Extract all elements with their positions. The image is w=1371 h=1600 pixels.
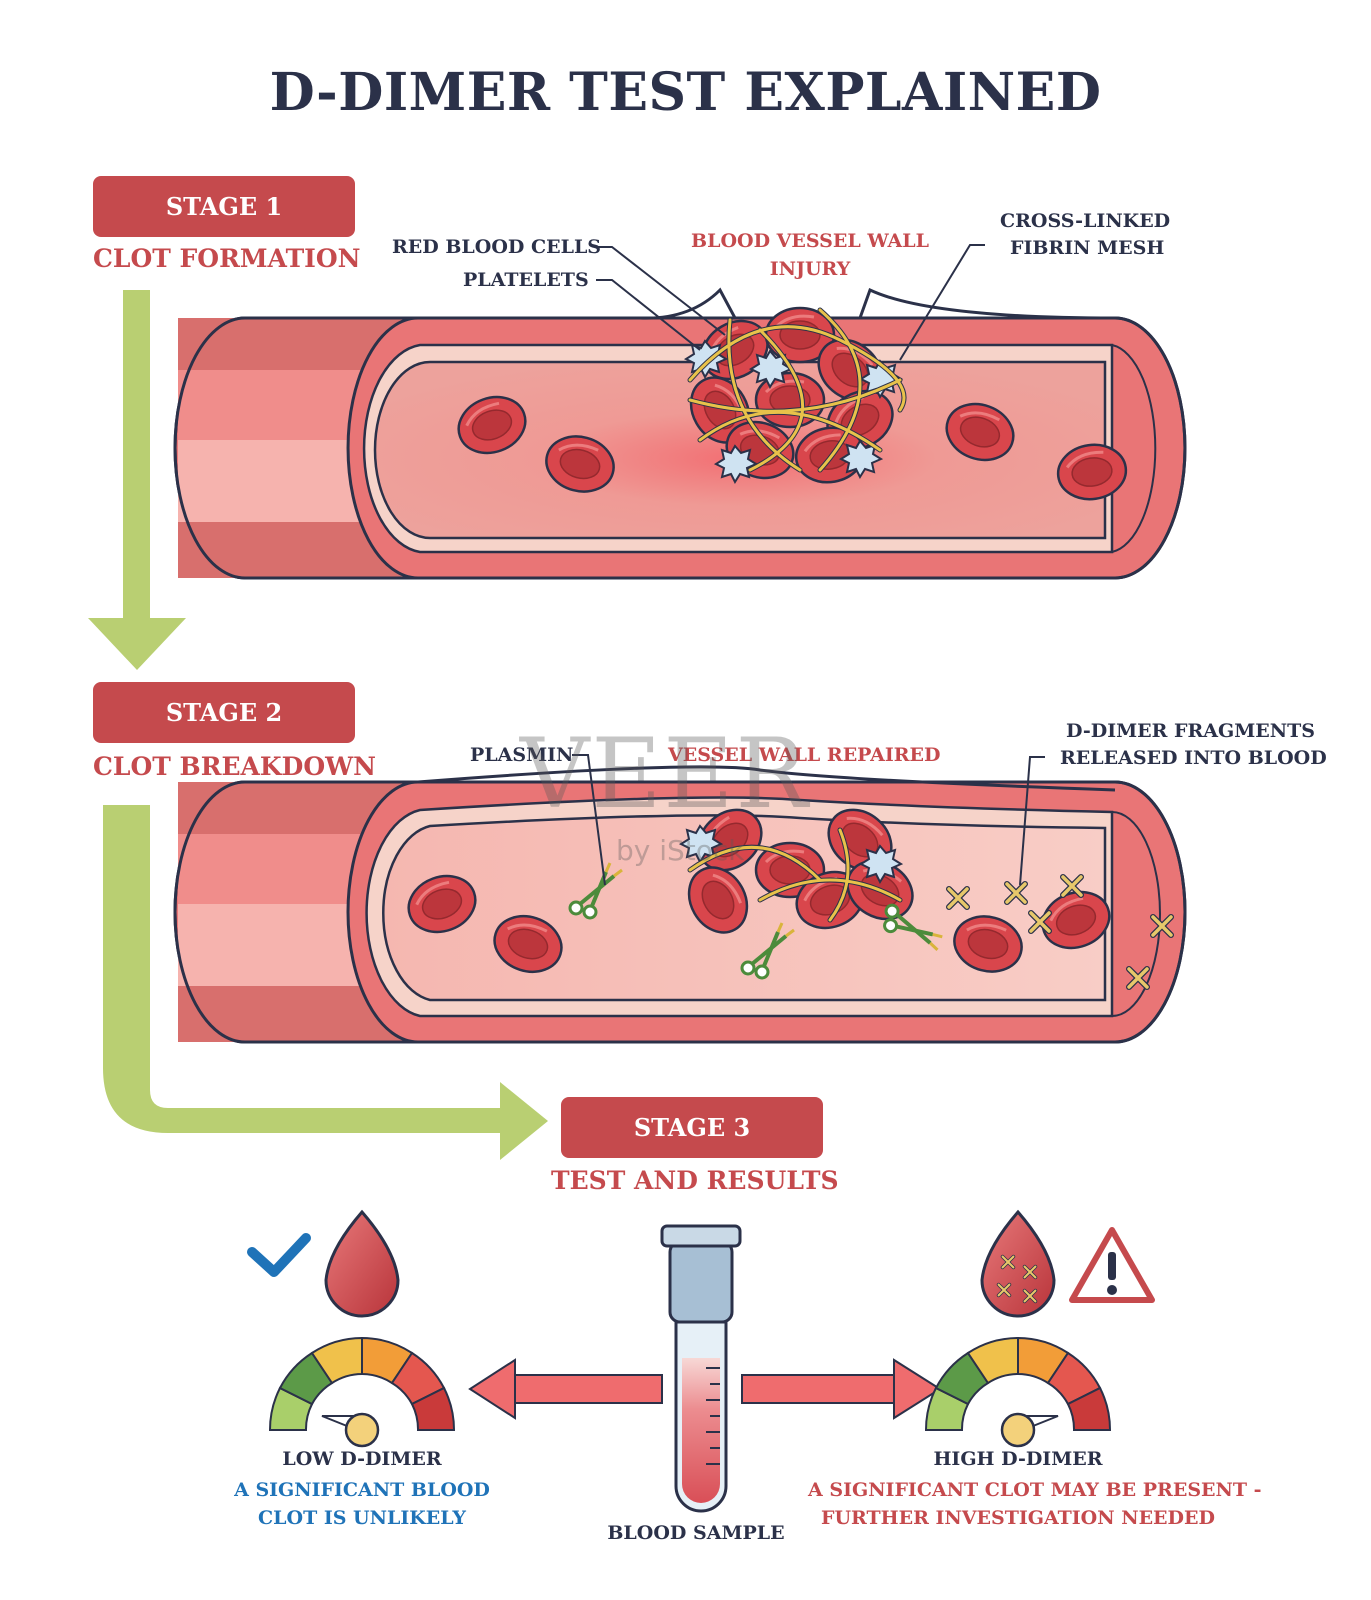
low-d-dimer-line2: CLOT IS UNLIKELY — [258, 1507, 466, 1529]
blood-sample-tube — [660, 1224, 742, 1513]
high-blood-drop — [980, 1209, 1056, 1318]
stage-1-subtitle: CLOT FORMATION — [93, 244, 361, 273]
label-fragments-line2: RELEASED INTO BLOOD — [1060, 747, 1327, 769]
low-d-dimer-title: LOW D-DIMER — [282, 1448, 442, 1470]
flow-arrow-2 — [103, 805, 548, 1160]
high-d-dimer-line2: FURTHER INVESTIGATION NEEDED — [821, 1507, 1215, 1529]
arrow-to-high — [741, 1358, 942, 1420]
label-injury-line2: INJURY — [769, 258, 851, 280]
label-fibrin-line1: CROSS-LINKED — [1000, 210, 1171, 232]
page-title: D-DIMER TEST EXPLAINED — [269, 62, 1102, 123]
check-icon — [247, 1233, 311, 1277]
watermark-sub: by iStock — [616, 834, 745, 867]
low-blood-drop — [324, 1209, 400, 1318]
low-gauge — [268, 1336, 456, 1448]
label-platelets: PLATELETS — [463, 269, 589, 291]
stage2-vessel — [173, 754, 1187, 1044]
label-injury-line1: BLOOD VESSEL WALL — [691, 230, 929, 252]
stage-3-badge: STAGE 3 — [561, 1097, 823, 1158]
warning-icon — [1069, 1227, 1155, 1303]
stage1-vessel — [173, 244, 1187, 580]
watermark-brand: VEER — [520, 718, 810, 830]
stage-2-badge: STAGE 2 — [93, 682, 355, 743]
high-d-dimer-title: HIGH D-DIMER — [933, 1448, 1103, 1470]
blood-sample-label: BLOOD SAMPLE — [607, 1522, 785, 1544]
high-gauge — [924, 1336, 1112, 1448]
label-fragments-line1: D-DIMER FRAGMENTS — [1066, 720, 1315, 742]
label-plasmin: PLASMIN — [470, 744, 574, 766]
stage-3-subtitle: TEST AND RESULTS — [551, 1166, 839, 1195]
flow-arrow-1 — [88, 290, 186, 670]
stage-1-badge: STAGE 1 — [93, 176, 355, 237]
low-d-dimer-line1: A SIGNIFICANT BLOOD — [234, 1479, 490, 1501]
clot-stage2 — [568, 795, 947, 980]
label-red-blood-cells: RED BLOOD CELLS — [392, 236, 602, 258]
stage-2-subtitle: CLOT BREAKDOWN — [93, 752, 377, 781]
label-fibrin-line2: FIBRIN MESH — [1010, 237, 1165, 259]
label-vessel-repaired: VESSEL WALL REPAIRED — [668, 744, 941, 766]
clot-stage1 — [678, 306, 907, 489]
arrow-to-low — [468, 1358, 663, 1420]
high-d-dimer-line1: A SIGNIFICANT CLOT MAY BE PRESENT - — [808, 1479, 1262, 1501]
